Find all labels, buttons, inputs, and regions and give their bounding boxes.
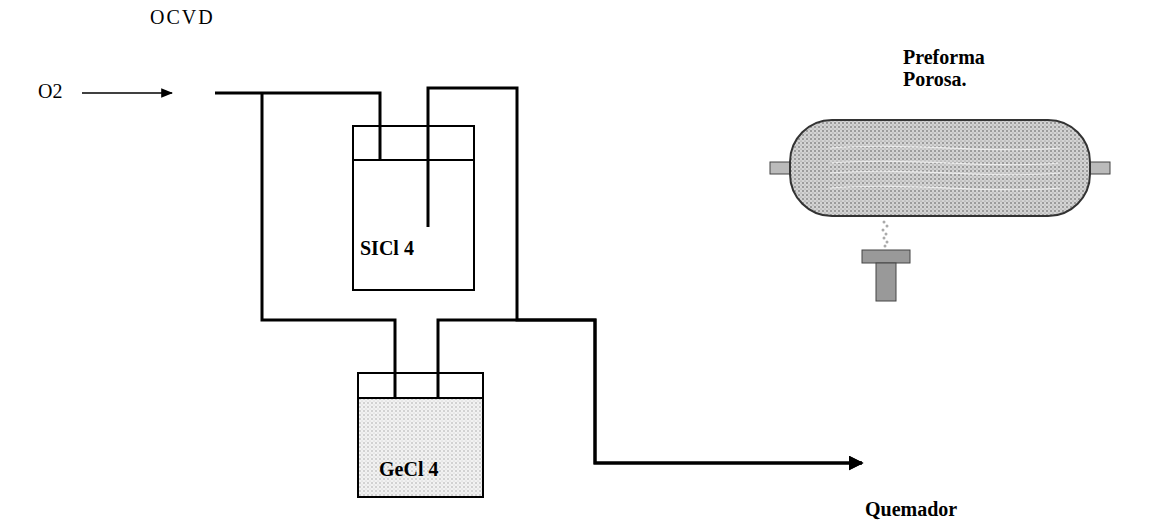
- o2-inlet-arrow: [82, 92, 172, 94]
- o2-branch-pipe: [262, 93, 395, 372]
- sicl4-container: SICl 4: [352, 125, 475, 291]
- gas-pipe: [438, 320, 862, 463]
- burner-shape: [862, 248, 972, 525]
- gecl4-container: GeCl 4: [357, 372, 484, 498]
- diagram-title: OCVD: [150, 6, 215, 29]
- sicl4-container-shape: [354, 127, 477, 293]
- gecl4-container-shape: [359, 374, 486, 500]
- porous-preform: Preforma Porosa.: [770, 118, 1110, 218]
- porous-preform-shape: [770, 118, 1110, 218]
- node-label: Quemador: [865, 498, 970, 520]
- node-label: GeCl 4: [379, 458, 479, 480]
- o2-pipe: [215, 93, 380, 125]
- node-label: Preforma Porosa.: [903, 46, 1021, 90]
- gas-label: O2: [38, 80, 62, 103]
- burner: Quemador: [862, 248, 972, 525]
- node-label: SICl 4: [360, 237, 470, 259]
- flame-dots: [882, 221, 889, 248]
